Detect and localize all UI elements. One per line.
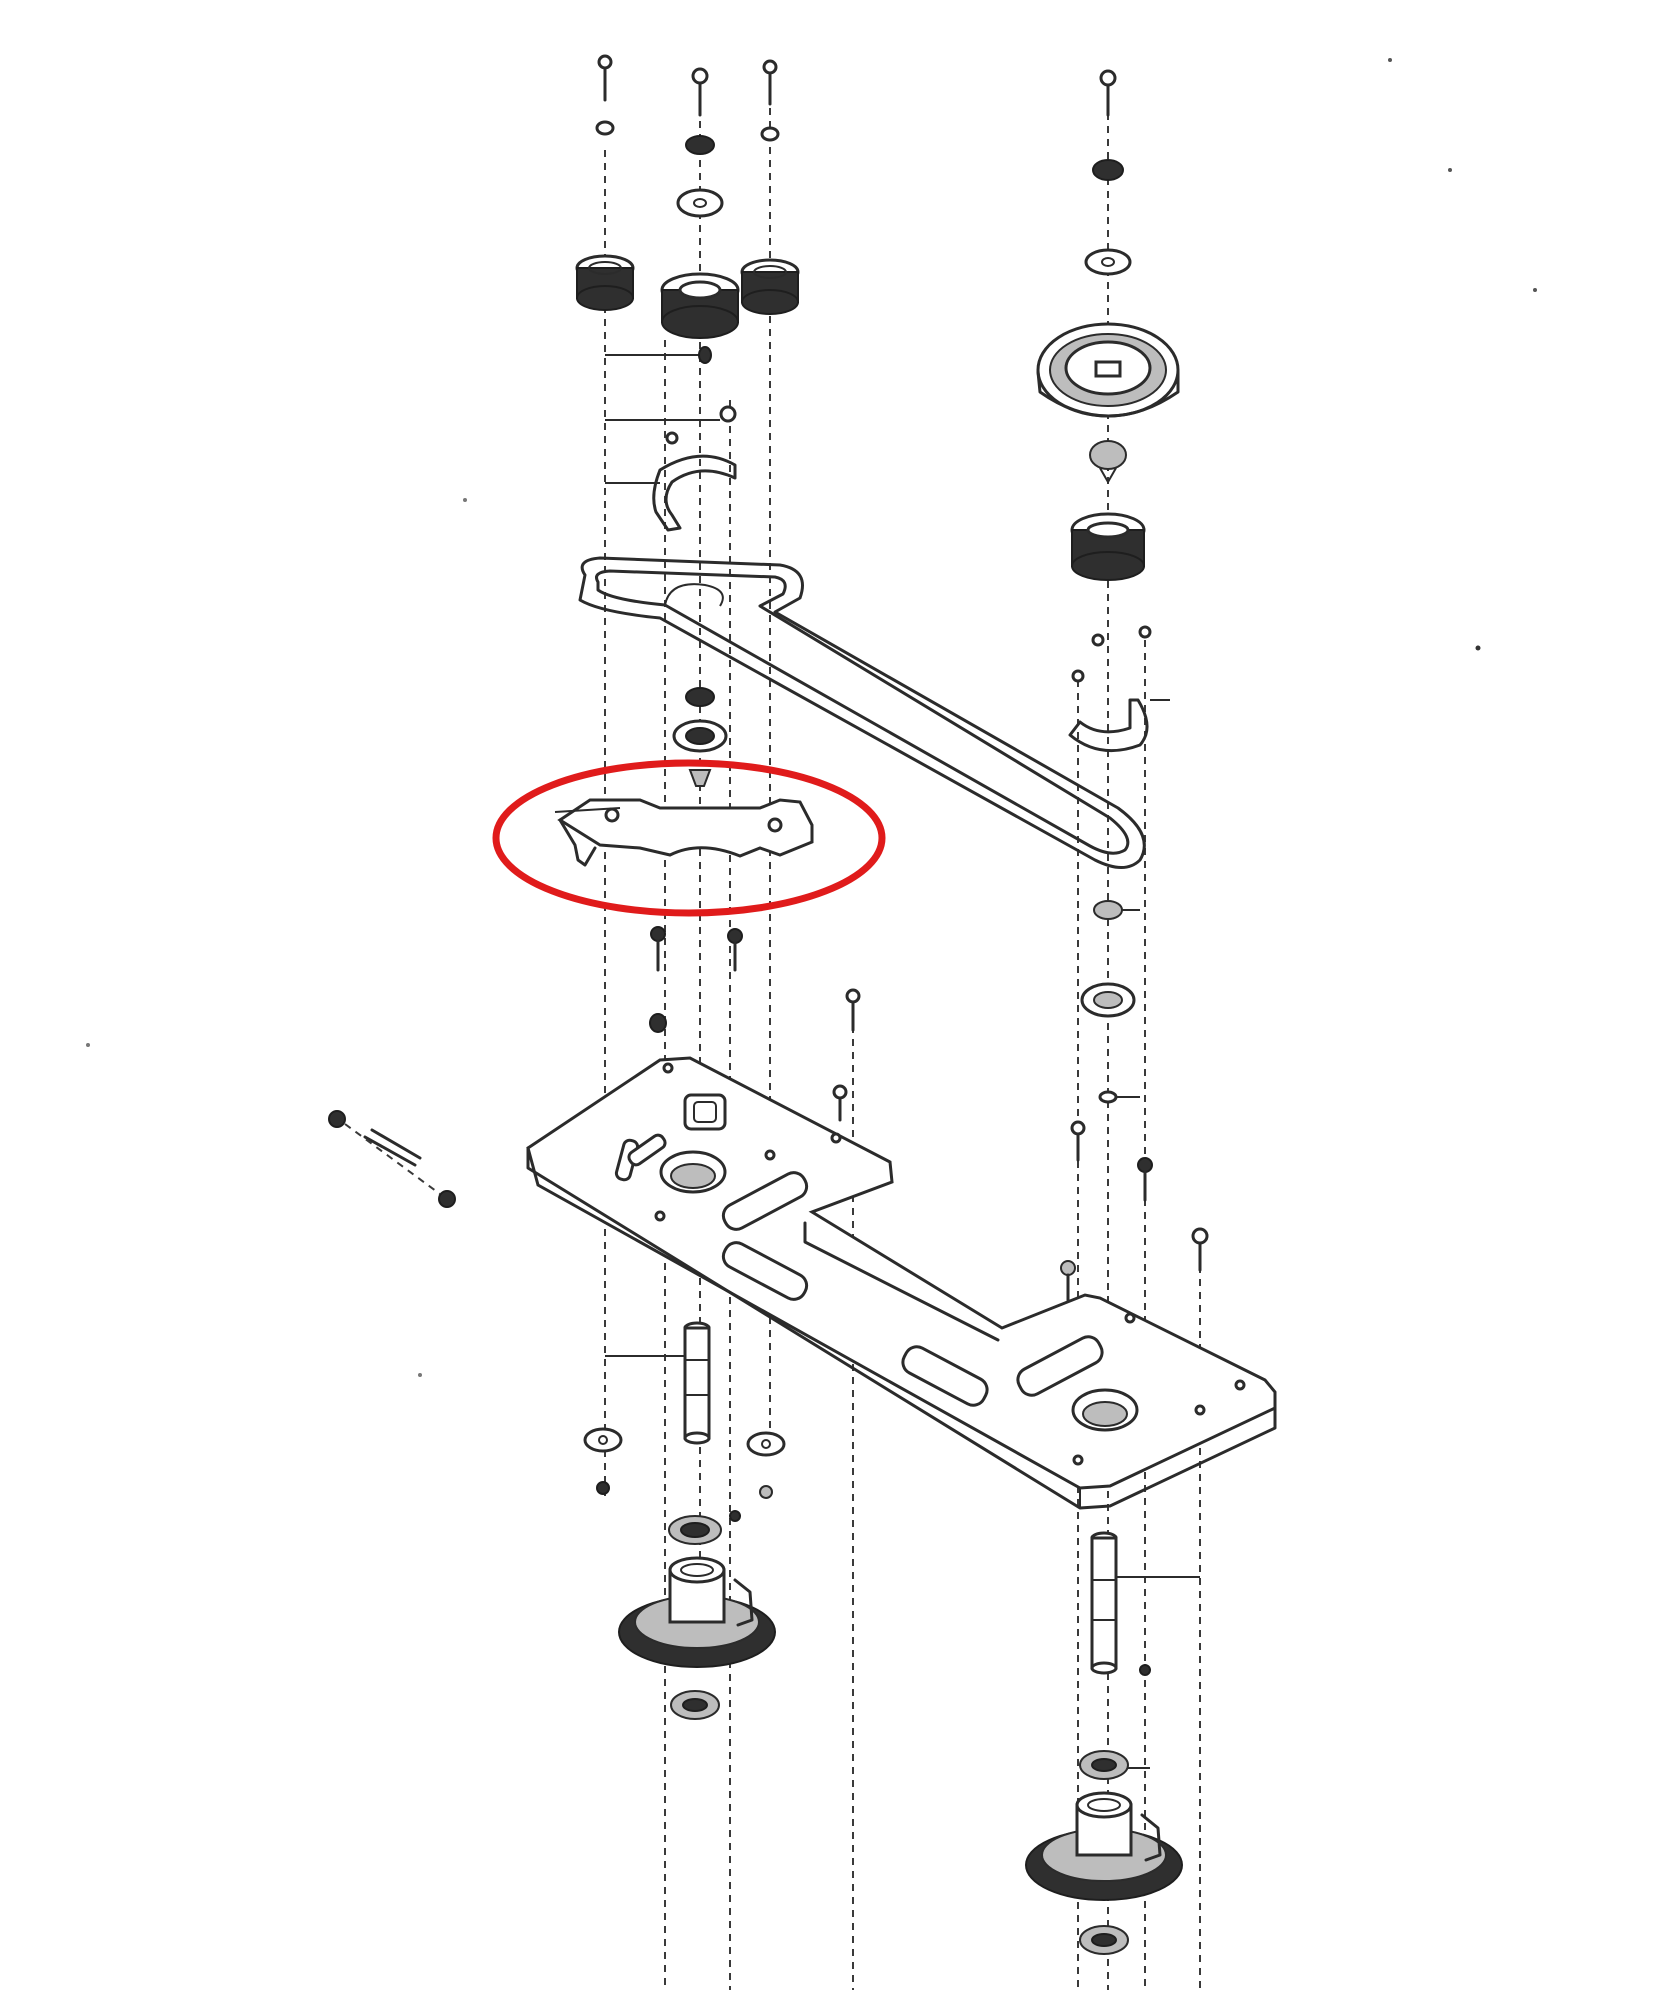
small-pin <box>1091 633 1105 647</box>
bolt-right-4 <box>1060 1260 1076 1302</box>
screw-2 <box>691 67 709 117</box>
side-nut-2 <box>438 1190 456 1208</box>
side-pin <box>363 1135 417 1167</box>
bolt-right-3 <box>1191 1227 1209 1272</box>
bearing-lower-right-core <box>1091 1758 1117 1772</box>
spindle-housing-right <box>1025 1791 1183 1901</box>
deck-rivets <box>654 1062 1246 1466</box>
deck-plate <box>526 1056 1277 1510</box>
leader-lines-left <box>605 346 737 484</box>
bolt-left <box>650 926 666 972</box>
idler-pulley-center <box>660 272 740 339</box>
bolt-right-1 <box>1070 1120 1086 1162</box>
belt-guide-clip-right <box>1068 698 1149 753</box>
bearing-ring-core <box>685 727 715 745</box>
side-nut-1 <box>328 1110 346 1128</box>
bracket <box>554 798 814 867</box>
deck-slot-4 <box>1016 1335 1104 1397</box>
small-key-left <box>729 1510 741 1522</box>
small-pin-2 <box>1138 625 1152 639</box>
bearing-lower-left-core <box>680 1522 710 1538</box>
screw-3 <box>762 59 778 106</box>
flat-washer-1 <box>676 188 724 218</box>
drive-belt <box>578 556 1146 869</box>
deck-opening-left-inner <box>670 1163 716 1189</box>
screw-1 <box>597 54 613 102</box>
flat-washer-2-hole <box>1101 257 1115 267</box>
bracket-bolts <box>649 926 861 1122</box>
bolt-right <box>727 928 743 972</box>
hub-adapter <box>1089 440 1127 470</box>
nut-3 <box>1092 159 1124 181</box>
lower-left-assembly <box>583 1321 786 1720</box>
lower-right-assembly <box>1025 1531 1200 1955</box>
bearing-bottom-right-core <box>1091 1933 1117 1947</box>
spindle-shaft-right <box>1090 1531 1200 1675</box>
small-bearing <box>685 687 715 707</box>
left-top-fasteners <box>595 54 780 218</box>
washer-2 <box>760 126 780 142</box>
deck-slot-1 <box>721 1171 809 1231</box>
screw-4 <box>1099 69 1117 117</box>
idler-pulleys <box>575 254 800 339</box>
bolt-center <box>845 988 861 1032</box>
deck-slot-2 <box>721 1241 809 1301</box>
nut-4 <box>1093 900 1123 920</box>
washer-3 <box>1098 1090 1118 1104</box>
spacer <box>688 769 712 787</box>
bracket-hole-right <box>767 817 783 833</box>
nut-2 <box>649 1013 667 1033</box>
deck-slot-6 <box>627 1133 667 1167</box>
bolt-right-2 <box>1137 1157 1153 1202</box>
idler-pulley-right <box>740 258 800 315</box>
small-key-right <box>1139 1664 1151 1676</box>
bearing-ring-right-core <box>1093 991 1123 1009</box>
bracket-hole-left <box>604 807 620 823</box>
spindle-housing-left <box>618 1556 776 1668</box>
flat-washer-1-hole <box>693 198 707 208</box>
washer-1 <box>595 120 615 136</box>
scan-specks <box>86 58 1537 1377</box>
bolt-lower-center <box>832 1084 848 1122</box>
highlight-ellipse <box>492 759 886 917</box>
deck-opening-right-inner <box>1082 1401 1128 1427</box>
deck-right-bolts <box>1060 1120 1209 1302</box>
nut-1 <box>685 135 715 155</box>
deck-slot-3 <box>901 1345 989 1407</box>
flat-washer-2 <box>1084 248 1132 276</box>
belt-guide-clip-left <box>652 454 737 532</box>
spindle-shaft-left <box>605 1321 711 1445</box>
deck-mount-boss <box>683 1093 727 1131</box>
washer-bolt-left <box>583 1427 623 1495</box>
drive-pulley <box>1036 322 1180 418</box>
middle-left-parts <box>672 687 728 787</box>
side-pin-assembly <box>328 1110 456 1208</box>
idler-pulley-right-lower <box>1070 512 1146 581</box>
deck-cutout <box>803 1221 1000 1342</box>
small-pin-3 <box>1071 669 1085 683</box>
bearing-bottom-left-core <box>682 1698 708 1712</box>
right-top-stack <box>1036 69 1180 1104</box>
washer-bolt-right <box>746 1431 786 1499</box>
idler-pulley-left <box>575 254 635 311</box>
